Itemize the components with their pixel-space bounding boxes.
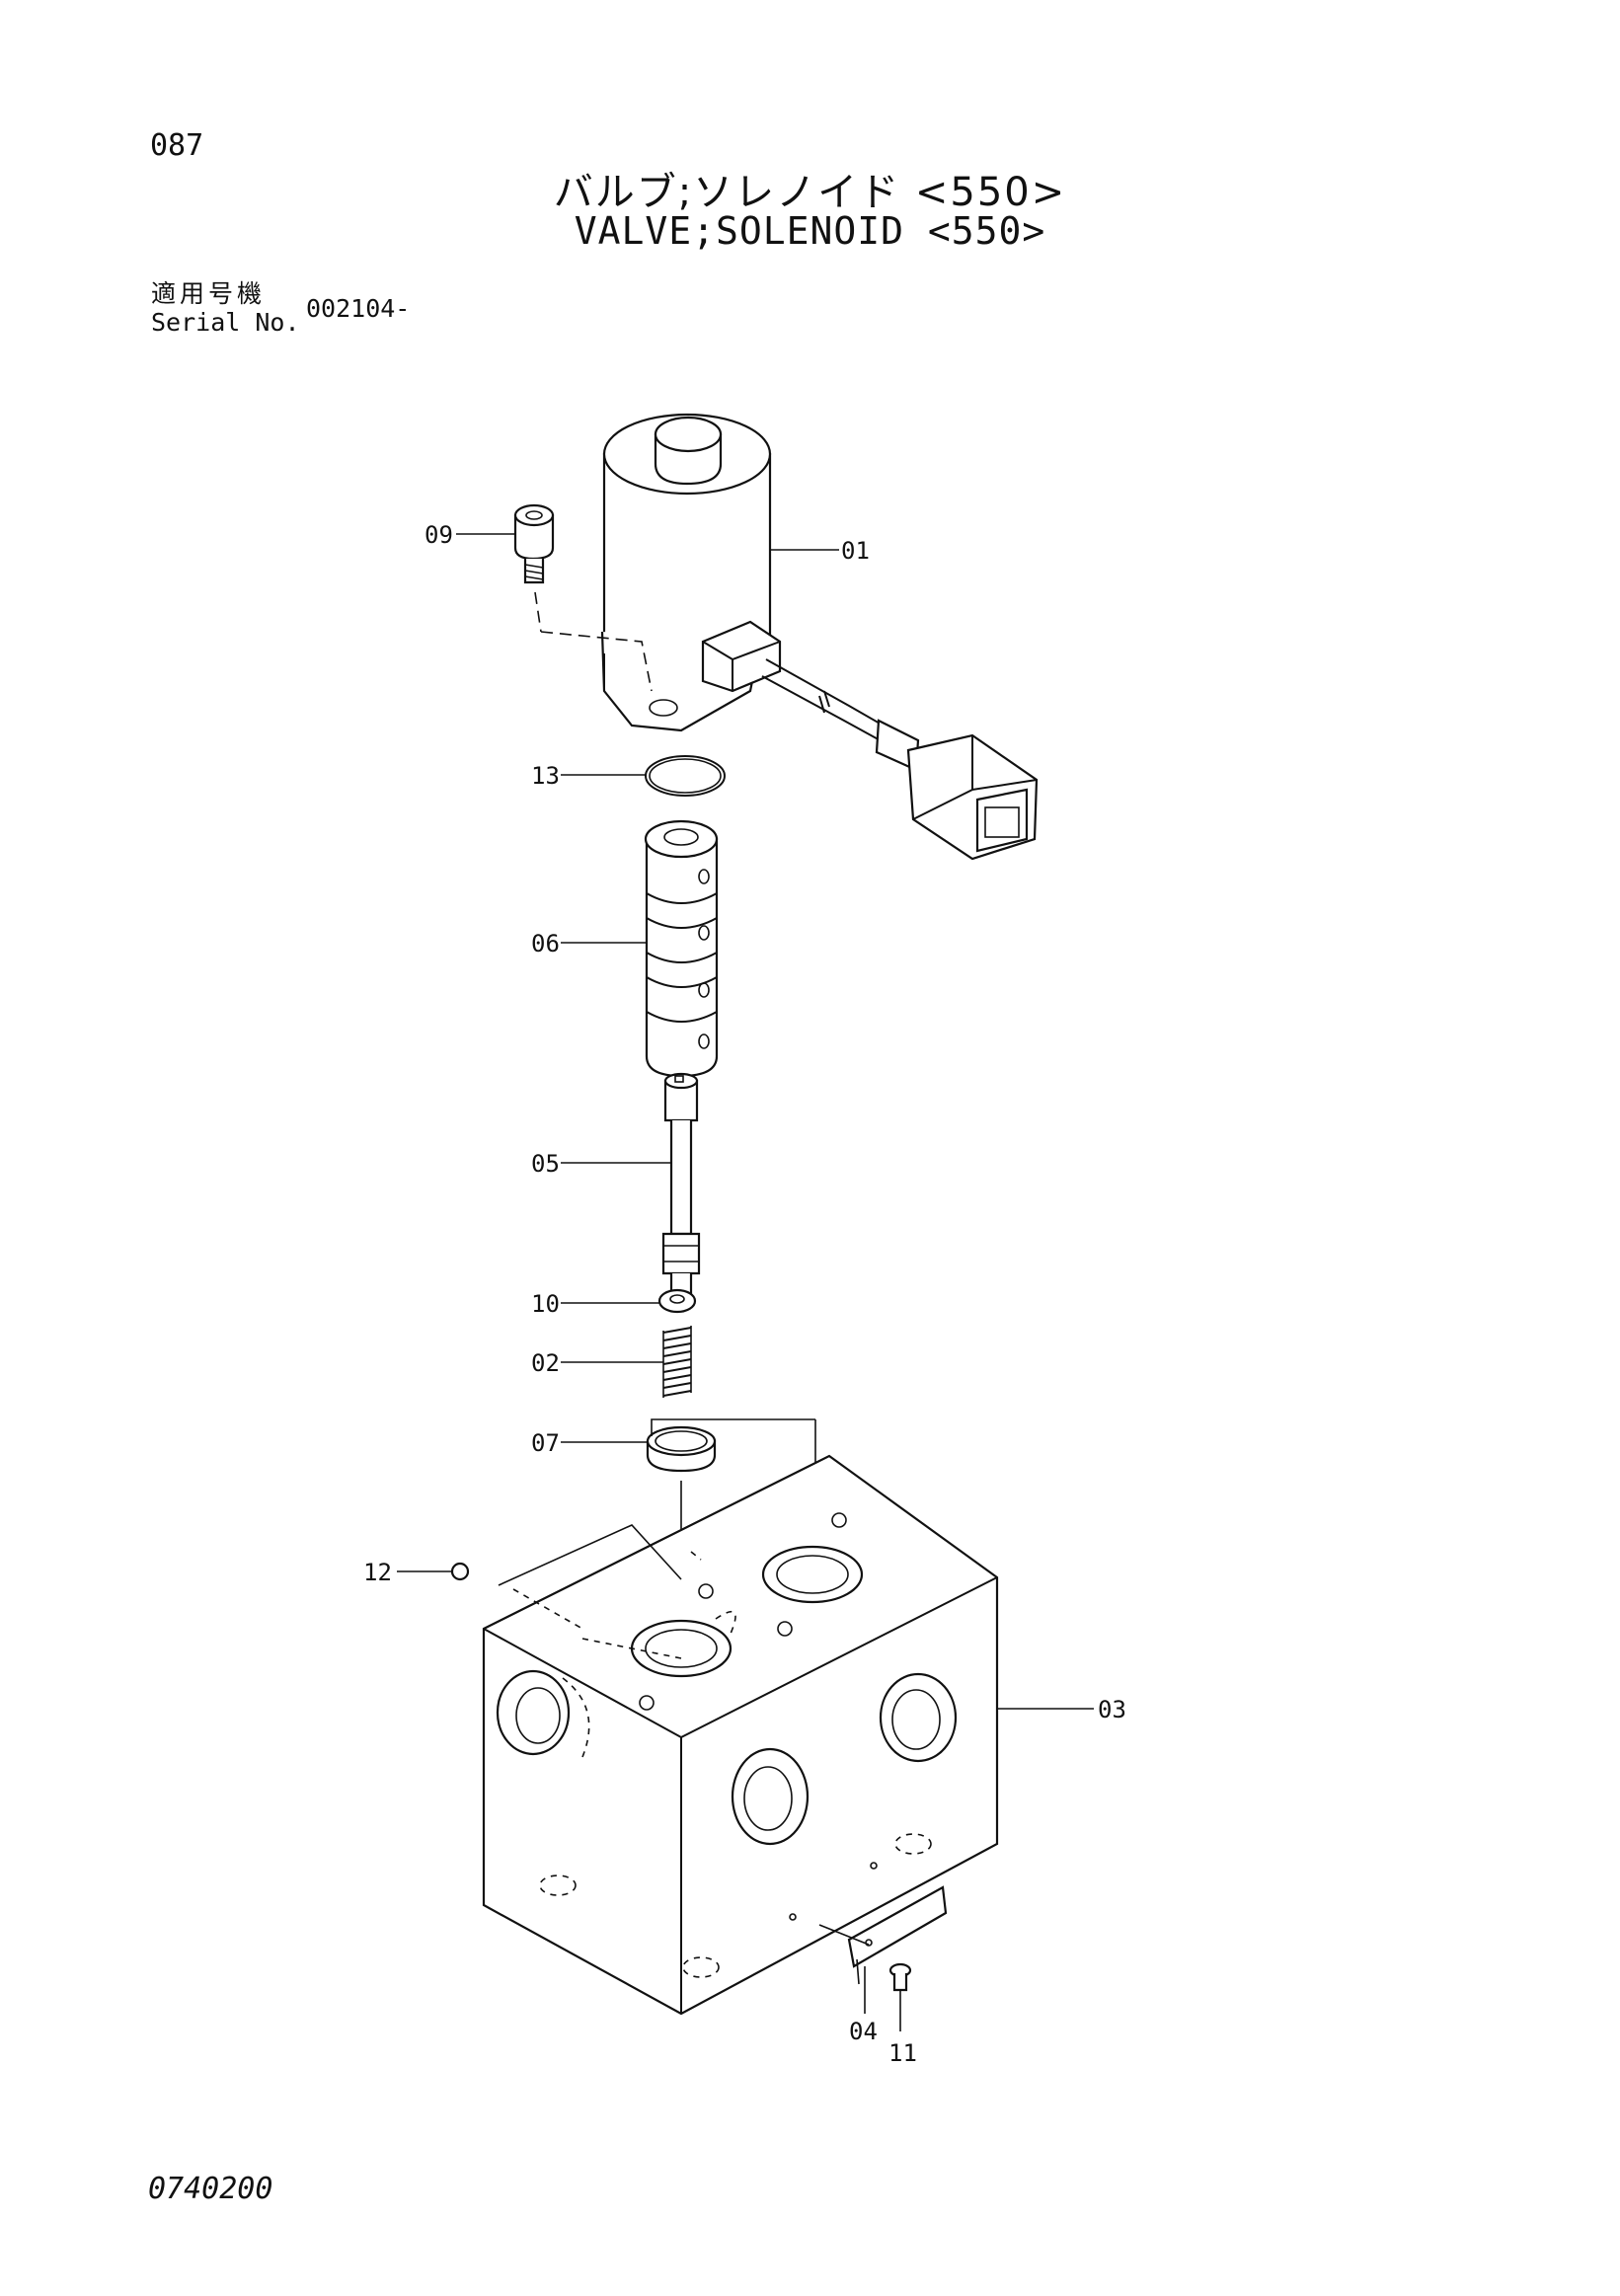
title-english: VALVE;SOLENOID <550>	[574, 209, 1046, 253]
label-part-06: 06	[531, 930, 560, 957]
label-part-05: 05	[531, 1150, 560, 1178]
serial-label-english: Serial No.	[151, 308, 300, 337]
part-10-washer	[657, 1288, 697, 1314]
part-04-name-plate	[847, 1885, 948, 1985]
label-part-02: 02	[531, 1349, 560, 1377]
part-06-sleeve	[644, 819, 719, 1078]
title-japanese: バルブ;ソレノイド <550>	[553, 170, 1067, 215]
part-01-solenoid-coil	[600, 413, 1039, 861]
part-11-screw	[818, 1924, 912, 1992]
page-number: 087	[150, 128, 204, 163]
footer-code: 0740200	[148, 2172, 273, 2206]
leader-lines	[397, 533, 1094, 2031]
label-part-13: 13	[531, 762, 560, 790]
label-part-11: 11	[888, 2039, 917, 2067]
part-02-spring	[662, 1326, 692, 1398]
label-part-04: 04	[849, 2018, 878, 2045]
label-part-03: 03	[1098, 1696, 1126, 1723]
serial-value: 002104-	[306, 294, 411, 323]
part-05-spool	[661, 1072, 701, 1309]
label-part-10: 10	[531, 1290, 560, 1318]
label-part-07: 07	[531, 1429, 560, 1457]
part-03-valve-body	[482, 1454, 999, 2016]
part-labels: 09 01 13 06 05 10 02 07 12 03 04 11	[363, 521, 1126, 2067]
serial-label-japanese: 適用号機	[151, 279, 267, 308]
label-part-09: 09	[424, 521, 453, 549]
part-13-o-ring	[645, 755, 726, 797]
label-part-12: 12	[363, 1559, 392, 1586]
part-07-seat	[646, 1425, 717, 1473]
label-part-01: 01	[841, 537, 870, 565]
part-09-bolt	[513, 503, 653, 692]
